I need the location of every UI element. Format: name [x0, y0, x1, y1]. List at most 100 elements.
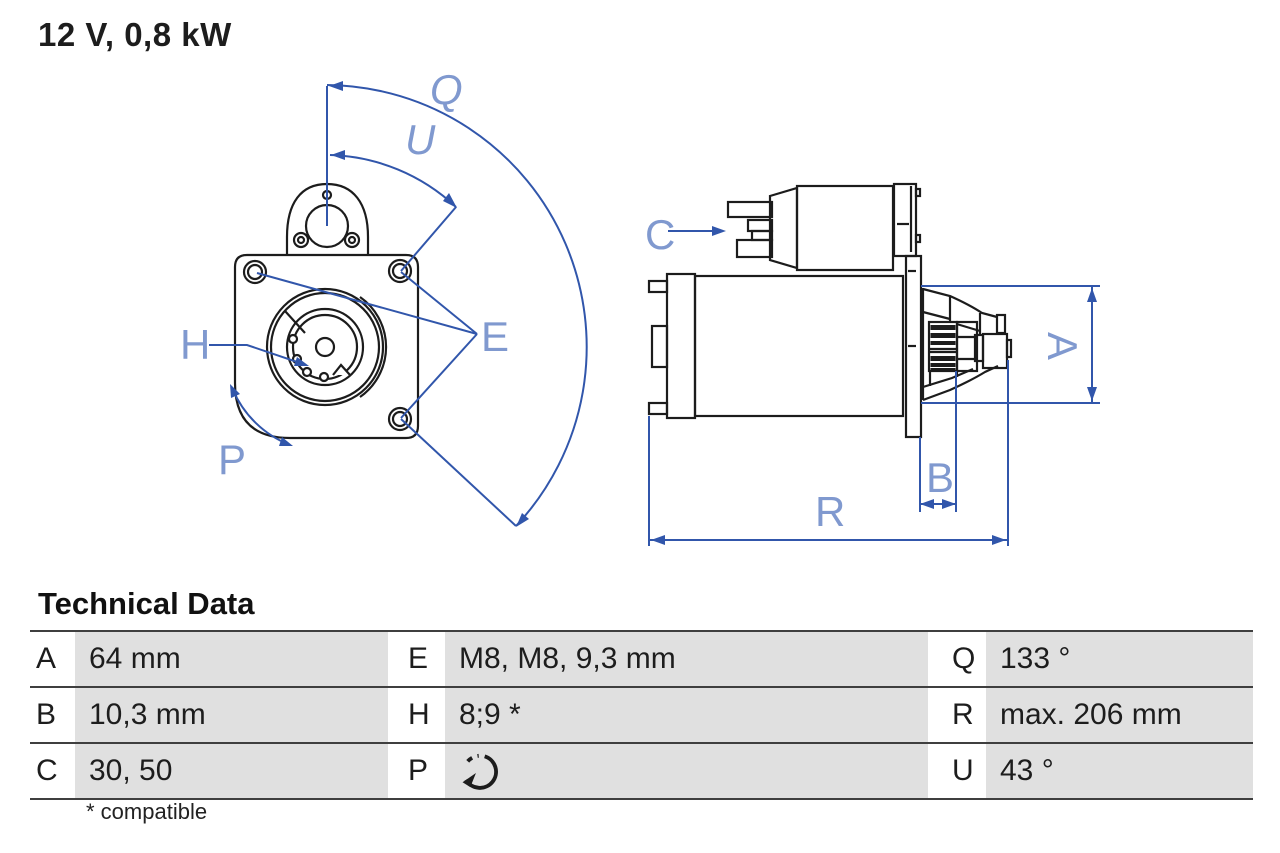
technical-data-table: A 64 mm E M8, M8, 9,3 mm Q 133 ° B 10,3 … [30, 630, 1253, 800]
drive-circle-outer [265, 287, 385, 407]
solenoid-cap [768, 186, 799, 270]
param-value-h: 8;9 * [445, 688, 928, 742]
table-footnote: * compatible [86, 799, 208, 824]
side-view [647, 182, 1013, 439]
motor-body [693, 274, 905, 418]
q-angle-arc [326, 84, 588, 527]
param-value-c: 30, 50 [75, 744, 388, 798]
gear-plate-circle [291, 313, 359, 381]
param-key-q: Q [950, 632, 986, 686]
b-arrowhead-right [942, 499, 956, 509]
param-value-q: 133 ° [986, 632, 1253, 686]
drive-circle-outer2 [269, 291, 381, 403]
param-value-p [445, 744, 928, 798]
motor-end-cap [665, 272, 697, 420]
drive-housing-inner-top [922, 310, 951, 321]
column-gap [928, 688, 950, 742]
u-arc-start-arrowhead [331, 150, 345, 160]
solenoid-body [795, 184, 895, 272]
param-key-u: U [950, 744, 986, 798]
drive-housing-top [922, 287, 998, 319]
label-u: U [405, 116, 436, 163]
param-key-b: B [30, 688, 75, 742]
column-gap [388, 744, 408, 798]
product-spec-title: 12 V, 0,8 kW [38, 16, 232, 53]
label-b: B [926, 454, 954, 501]
param-value-a: 64 mm [75, 632, 388, 686]
param-value-u: 43 ° [986, 744, 1253, 798]
nose-step [995, 313, 1007, 335]
gear-notch-1 [287, 333, 299, 345]
pinion-tooth-4 [930, 356, 956, 361]
solenoid-stud-2 [746, 218, 774, 233]
solenoid-bolt-bottom [914, 233, 922, 244]
param-key-p: P [408, 744, 445, 798]
c-leader-arrowhead [712, 226, 726, 236]
b-arrowhead-left [920, 499, 934, 509]
u-angle-arc [329, 154, 457, 208]
param-value-b: 10,3 mm [75, 688, 388, 742]
param-key-e: E [408, 632, 445, 686]
nose-bearing-block [981, 332, 1009, 370]
label-a: A [1039, 332, 1086, 360]
dome-right-hole [347, 235, 357, 245]
column-gap [928, 744, 950, 798]
pinion-tooth-3 [930, 341, 956, 345]
front-housing-outline [233, 253, 420, 440]
param-key-h: H [408, 688, 445, 742]
table-row: A 64 mm E M8, M8, 9,3 mm Q 133 ° [30, 632, 1253, 688]
param-key-r: R [950, 688, 986, 742]
u-arc-end-arrowhead [443, 193, 457, 208]
corner-hole-bottom-right [391, 410, 409, 428]
a-arrowhead-down [1087, 387, 1097, 401]
rotation-direction-icon [462, 753, 498, 790]
pinion-tooth-6 [930, 368, 956, 371]
solenoid-support [892, 182, 918, 258]
gear-tab [318, 371, 330, 383]
dome-left-hole [296, 235, 306, 245]
q-arc-end-arrowhead [516, 513, 529, 527]
h-leader-arrowhead [294, 357, 309, 366]
e-leader-bottom-right [400, 333, 478, 419]
pinion-tooth-2 [930, 333, 956, 338]
corner-hole-top-left [246, 263, 264, 281]
p-arc-lower-arrowhead [279, 437, 293, 446]
label-r: R [815, 488, 845, 535]
r-arrowhead-left [651, 535, 665, 545]
p-arc-upper-arrowhead [230, 384, 240, 398]
drive-circle-mid [285, 307, 365, 387]
pinion-tooth-5 [930, 363, 956, 367]
flange-plate [904, 254, 923, 439]
column-gap [928, 632, 950, 686]
param-key-a: A [30, 632, 75, 686]
param-value-e: M8, M8, 9,3 mm [445, 632, 928, 686]
pinion-tooth-1 [930, 325, 956, 330]
param-value-r: max. 206 mm [986, 688, 1253, 742]
shaft-hole [314, 336, 336, 358]
front-view-dimensions: Q U E H P [180, 66, 588, 527]
motor-terminal-block [650, 324, 669, 369]
column-gap [388, 632, 408, 686]
solenoid-stud-3 [735, 238, 774, 259]
e-leader-top-left [256, 272, 478, 335]
label-e: E [481, 313, 509, 360]
dome-left-hole-ring [292, 231, 310, 249]
h-leader-line [209, 344, 307, 366]
shaft-end-bump [1005, 338, 1013, 359]
label-h: H [180, 321, 210, 368]
table-row: C 30, 50 P U 43 ° [30, 744, 1253, 800]
corner-hole-top-right-ring [387, 258, 413, 284]
r-arrowhead-right [992, 535, 1006, 545]
technical-data-heading: Technical Data [38, 586, 255, 621]
dome-right-hole-ring [343, 231, 361, 249]
technical-drawing: Q U E H P [180, 66, 1100, 546]
column-gap [388, 688, 408, 742]
table-row: B 10,3 mm H 8;9 * R max. 206 mm [30, 688, 1253, 744]
param-key-c: C [30, 744, 75, 798]
corner-hole-bottom-right-ring [387, 406, 413, 432]
q-arc-start-arrowhead [329, 81, 343, 91]
motor-tab-top [647, 279, 669, 294]
drive-housing-bottom [922, 365, 999, 402]
e-leader-top-right [400, 271, 478, 335]
label-q: Q [430, 66, 463, 113]
